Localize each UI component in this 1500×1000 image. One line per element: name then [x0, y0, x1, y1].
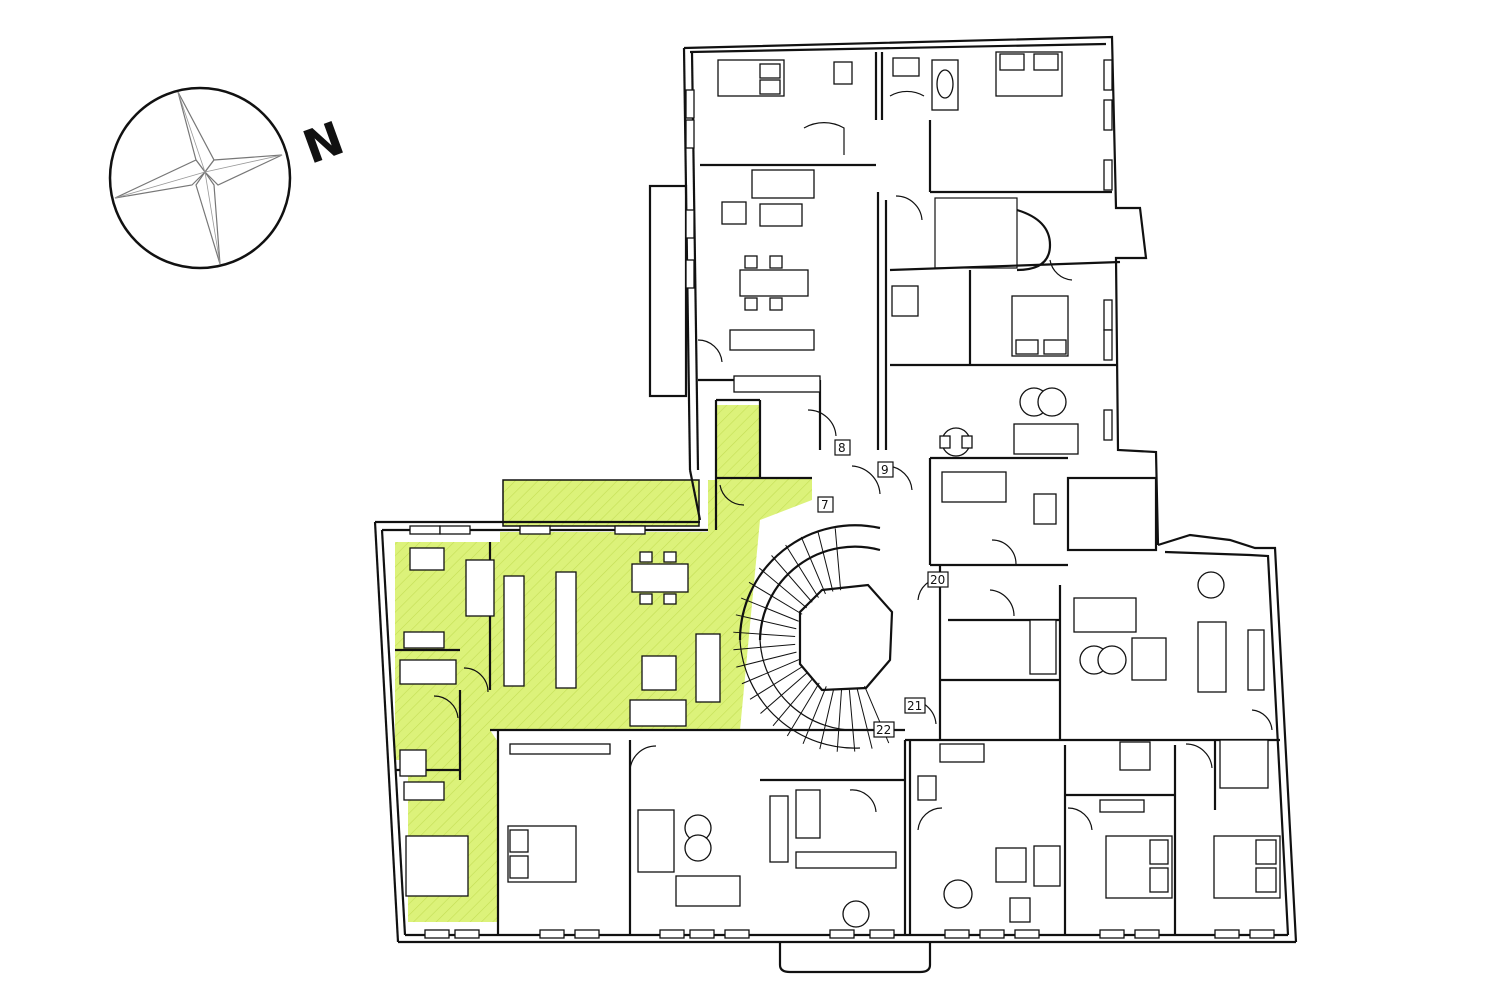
- stair-tread: [760, 672, 808, 714]
- window-unit: [829, 929, 855, 939]
- window-unit: [1103, 299, 1113, 331]
- furniture: [399, 51, 1281, 928]
- room-number-20: 20: [927, 571, 949, 588]
- window-unit: [685, 119, 695, 149]
- stair-tread: [785, 544, 819, 598]
- stair-tread: [735, 614, 797, 630]
- room-number-22: 22: [873, 721, 895, 738]
- stair-tread: [819, 688, 835, 750]
- stair-tread: [856, 688, 873, 749]
- window-unit: [724, 929, 750, 939]
- window-unit: [685, 209, 695, 239]
- window-unit: [1249, 929, 1275, 939]
- room-number-21: 21: [904, 697, 926, 714]
- window-unit: [1103, 99, 1113, 131]
- window-unit: [1103, 409, 1113, 441]
- window-unit: [979, 929, 1005, 939]
- stair-tread: [848, 689, 856, 752]
- window-unit: [869, 929, 895, 939]
- stair-tread: [834, 528, 842, 591]
- stair-tread: [817, 531, 834, 592]
- window-unit: [519, 525, 551, 535]
- room-number-7: 7: [817, 496, 834, 513]
- window-unit: [454, 929, 480, 939]
- window-unit: [1134, 929, 1160, 939]
- windows: [409, 59, 1275, 939]
- window-unit: [1103, 159, 1113, 191]
- svg-text:9: 9: [881, 463, 889, 477]
- svg-text:22: 22: [876, 723, 891, 737]
- stair-tread: [771, 555, 813, 603]
- window-unit: [409, 525, 441, 535]
- stair-tread: [733, 643, 796, 651]
- window-unit: [1103, 59, 1113, 91]
- spiral-staircase: [733, 524, 894, 752]
- stair-tread: [836, 689, 843, 752]
- window-unit: [689, 929, 715, 939]
- window-unit: [439, 525, 471, 535]
- compass-rose-icon: [108, 86, 292, 270]
- window-unit: [574, 929, 600, 939]
- svg-text:8: 8: [838, 441, 846, 455]
- window-unit: [685, 259, 695, 289]
- north-label: N: [296, 111, 351, 175]
- stair-tread: [758, 567, 808, 609]
- room-number-labels: 7 8 9 20 21 22: [817, 439, 949, 738]
- window-unit: [944, 929, 970, 939]
- window-unit: [1103, 329, 1113, 361]
- svg-text:21: 21: [907, 699, 922, 713]
- stair-tread: [786, 682, 820, 737]
- stair-tread: [733, 631, 796, 638]
- stair-tread: [800, 536, 826, 595]
- stair-tread: [748, 581, 803, 615]
- window-unit: [685, 89, 695, 119]
- room-number-9: 9: [877, 461, 894, 478]
- window-unit: [1214, 929, 1240, 939]
- svg-text:20: 20: [930, 573, 945, 587]
- highlighted-apartment: [395, 405, 812, 922]
- window-unit: [659, 929, 685, 939]
- svg-text:7: 7: [821, 498, 829, 512]
- stair-tread: [772, 677, 814, 727]
- stair-tread: [741, 659, 800, 685]
- stair-tread: [802, 686, 827, 745]
- window-unit: [1014, 929, 1040, 939]
- room-number-8: 8: [834, 439, 851, 456]
- window-unit: [614, 525, 646, 535]
- window-unit: [539, 929, 565, 939]
- doors: [433, 90, 1273, 831]
- window-unit: [424, 929, 450, 939]
- stair-tread: [736, 651, 797, 668]
- window-unit: [1099, 929, 1125, 939]
- stair-tread: [740, 597, 799, 622]
- stair-tread: [749, 666, 803, 700]
